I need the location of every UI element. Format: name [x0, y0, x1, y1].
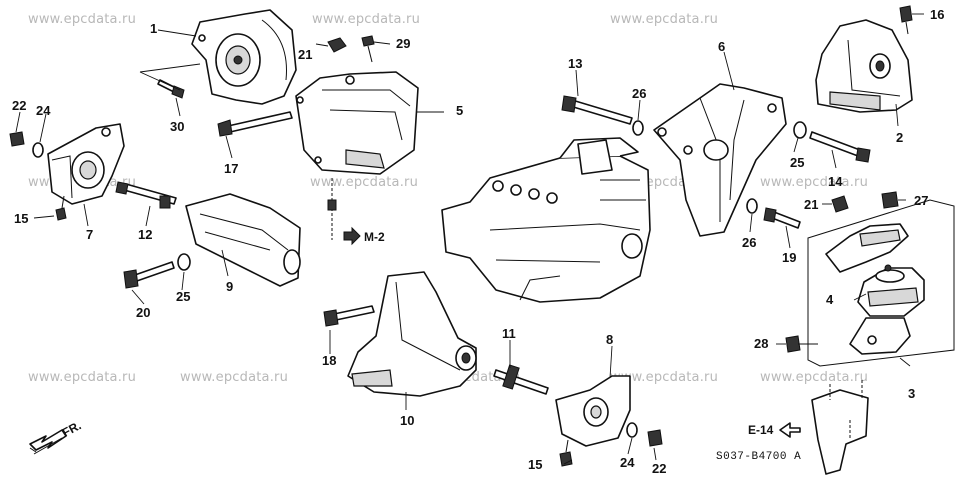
- callout-3: 3: [908, 386, 916, 401]
- callout-11: 11: [502, 326, 516, 341]
- callout-22-bottom: 22: [652, 461, 667, 476]
- callout-17: 17: [224, 161, 239, 176]
- bolt-29: [361, 35, 375, 63]
- washer-25-right: [793, 121, 807, 139]
- watermark: www.epcdata.ru: [610, 12, 719, 27]
- bolt-11: [493, 364, 549, 395]
- washer-24-left: [32, 142, 44, 158]
- bolt-13: [561, 95, 633, 125]
- callout-8: 8: [606, 332, 614, 347]
- bolt-12: [115, 181, 177, 209]
- bolt-18: [323, 305, 375, 327]
- callout-18: 18: [322, 353, 337, 368]
- callout-15-left: 15: [14, 211, 29, 226]
- callout-24-bottom: 24: [620, 455, 635, 470]
- washer-24-bottom: [626, 422, 638, 438]
- washer-26-top: [632, 120, 644, 136]
- watermark: www.epcdata.ru: [28, 370, 137, 385]
- callout-25-left: 25: [176, 289, 191, 304]
- callout-26-lower: 26: [742, 235, 757, 250]
- bracket-part-7: [47, 123, 125, 205]
- watermark: www.epcdata.ru: [28, 12, 137, 27]
- callout-13: 13: [568, 56, 583, 71]
- callout-30: 30: [170, 119, 185, 134]
- callout-20: 20: [136, 305, 151, 320]
- callout-12: 12: [138, 227, 153, 242]
- callout-9: 9: [226, 279, 234, 294]
- watermark: www.epcdata.ru: [180, 370, 289, 385]
- bolt-15-left: [55, 195, 67, 221]
- callout-28: 28: [754, 336, 769, 351]
- washer-26-lower: [746, 198, 758, 214]
- callout-29: 29: [396, 36, 411, 51]
- reference-e14: E-14: [748, 423, 774, 437]
- watermark: www.epcdata.ru: [610, 370, 719, 385]
- nut-22-bottom: [647, 429, 663, 447]
- callout-2: 2: [896, 130, 904, 145]
- bolt-15-bottom: [559, 439, 573, 467]
- bolt-19: [763, 207, 801, 229]
- bolt-28: [785, 335, 818, 353]
- bracket-part-10: [347, 271, 477, 397]
- callout-19: 19: [782, 250, 797, 265]
- callout-10: 10: [400, 413, 415, 428]
- front-direction-arrow: [29, 429, 67, 455]
- bracket-part-9: [185, 193, 301, 287]
- mount-assembly-part-3: [807, 199, 955, 367]
- nut-22-left: [9, 131, 25, 147]
- callout-27: 27: [914, 193, 929, 208]
- arrow-m2: [343, 226, 361, 246]
- bracket-part-5: [295, 71, 419, 175]
- mount-part-2: [815, 19, 913, 113]
- callout-7: 7: [86, 227, 94, 242]
- mount-part-4: [857, 264, 925, 317]
- nut-27: [881, 191, 899, 209]
- lower-bracket-part-3: [849, 317, 911, 355]
- watermark: www.epcdata.ru: [760, 175, 869, 190]
- watermark: www.epcdata.ru: [312, 12, 421, 27]
- callout-21-top: 21: [298, 47, 313, 62]
- callout-26-top: 26: [632, 86, 647, 101]
- washer-25-left: [177, 253, 191, 271]
- engine-block: [441, 137, 651, 303]
- mount-part-8: [555, 375, 631, 447]
- callout-15-bottom: 15: [528, 457, 543, 472]
- bracket-top-part-3: [825, 223, 909, 273]
- callout-14: 14: [828, 174, 843, 189]
- bolt-30: [157, 79, 185, 99]
- bolt-17: [217, 111, 293, 137]
- bolt-20: [123, 261, 175, 289]
- callout-25-right: 25: [790, 155, 805, 170]
- nut-21-right: [831, 195, 849, 213]
- bolt-16: [899, 5, 913, 35]
- stud-m2: [327, 178, 337, 240]
- nut-21-top: [327, 37, 347, 53]
- diagram-code: S037-B4700 A: [716, 451, 802, 463]
- watermark: www.epcdata.ru: [760, 370, 869, 385]
- arrow-e14: [779, 422, 801, 438]
- callout-21-right: 21: [804, 197, 819, 212]
- callout-4: 4: [826, 292, 834, 307]
- callout-1: 1: [150, 21, 158, 36]
- leader-lines: [15, 13, 924, 465]
- mount-part-1: [191, 9, 297, 105]
- callout-6: 6: [718, 39, 726, 54]
- bolt-14: [809, 131, 871, 163]
- stay-part-6: [653, 83, 787, 237]
- callout-24-left: 24: [36, 103, 51, 118]
- callout-5: 5: [456, 103, 464, 118]
- reference-m2: M-2: [364, 230, 385, 244]
- watermark: www.epcdata.ru: [310, 175, 419, 190]
- callout-22-left: 22: [12, 98, 27, 113]
- callout-16: 16: [930, 7, 945, 22]
- bracket-e14: [811, 380, 869, 475]
